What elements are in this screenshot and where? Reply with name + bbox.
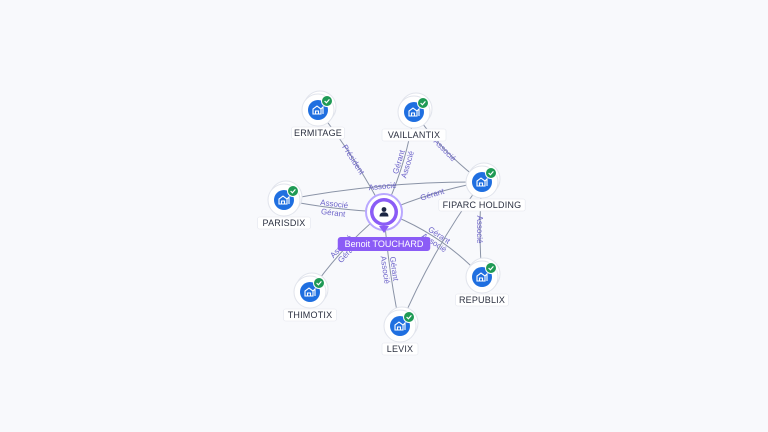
node-layer: ERMITAGE VAILLANTIX FIPARC HOLDING PARISDIX… [257,90,526,356]
verified-check-icon [287,185,299,197]
company-label-bg [283,308,337,322]
company-name: FIPARC HOLDING [443,200,522,210]
building-icon [394,321,406,331]
verified-check-icon [403,311,415,323]
company-label-bg [381,128,447,142]
company-name: ERMITAGE [294,128,342,138]
company-label-bg [257,216,311,230]
company-label-bg [291,126,345,140]
company-name: THIMOTIX [288,310,333,320]
company-name: PARISDIX [263,218,306,228]
company-node-ermitage[interactable]: ERMITAGE [291,90,345,140]
building-icon [312,105,324,115]
building-icon [278,195,290,205]
building-icon [476,272,488,282]
building-icon [476,177,488,187]
company-node-thimotix[interactable]: THIMOTIX [283,272,337,322]
relation-label: Gérant [320,207,346,219]
company-name: VAILLANTIX [388,130,440,140]
company-node-vaillantix[interactable]: VAILLANTIX [381,92,447,142]
verified-check-icon [417,97,429,109]
relation-label: Associé [379,255,392,285]
company-name: LEVIX [387,344,414,354]
verified-check-icon [313,277,325,289]
verified-check-icon [485,262,497,274]
company-name: REPUBLIX [459,295,505,305]
person-inner [373,201,395,223]
company-node-republix[interactable]: REPUBLIX [455,257,509,307]
company-label-bg [381,342,419,356]
relation-label: Associé [320,198,349,210]
relation-label: Associé [368,181,397,193]
company-label-bg [438,198,526,212]
person-node-touchard[interactable]: Benoit TOUCHARD [337,193,431,251]
relation-label: Gérant [388,256,400,282]
person-pin-tip [379,226,389,233]
person-icon [379,207,389,217]
building-icon [304,287,316,297]
company-node-parisdix[interactable]: PARISDIX [257,180,311,230]
verified-check-icon [485,167,497,179]
relation-label: Associé [475,215,484,244]
company-node-fiparc[interactable]: FIPARC HOLDING [438,162,526,212]
relation-label: Président [340,143,366,177]
person-name: Benoit TOUCHARD [345,239,424,249]
person-name-tag [337,237,431,251]
verified-check-icon [321,95,333,107]
company-node-levix[interactable]: LEVIX [381,306,419,356]
building-icon [408,107,420,117]
relation-edge-fiparc-parisdix [283,181,483,201]
company-label-bg [455,293,509,307]
